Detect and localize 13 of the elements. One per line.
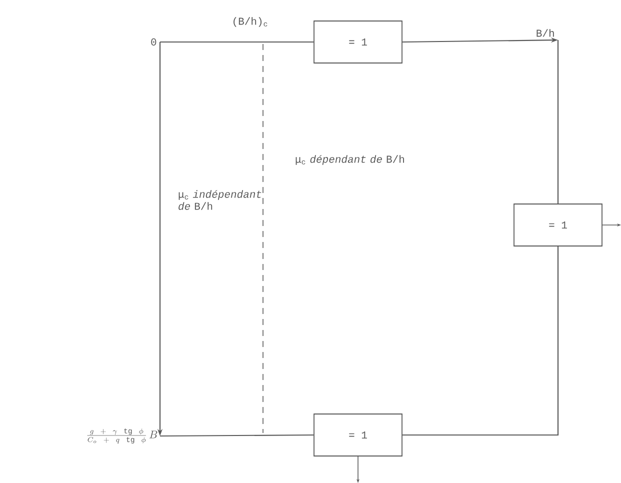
- region-label: (B/h)$_{c}$: [234, 17, 268, 27]
- formula-label: $\frac{g\ +\ \gamma\ \mathrm{tg}\ \phi}{C_o\ +\ q\ \mathrm{tg}\ \phi}\,B$: [87, 428, 158, 444]
- region-label: μ$_{c}$ dépendant de B/h: [296, 155, 404, 165]
- connector-line: [557, 40, 559, 204]
- process-box: = 1: [314, 20, 402, 64]
- axis-label: B/h: [536, 29, 554, 37]
- region-label: μ$_{c}$ indépendant de B/h: [178, 190, 262, 210]
- axis-label: 0: [151, 38, 156, 46]
- process-box: = 1: [314, 414, 402, 456]
- process-box: = 1: [514, 204, 602, 246]
- connector-line: [160, 41, 314, 43]
- connector-line: [402, 246, 559, 436]
- connector-line: [160, 434, 314, 437]
